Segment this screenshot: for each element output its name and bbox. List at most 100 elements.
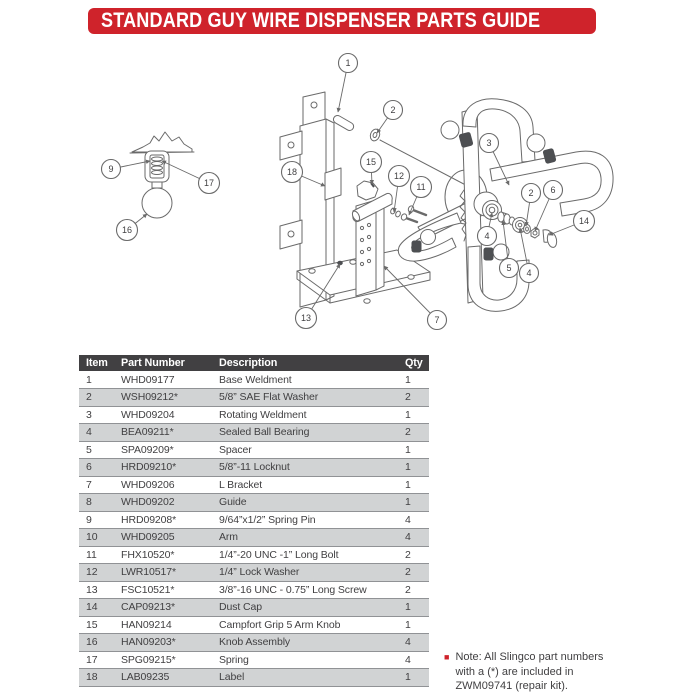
cell-qty: 1 bbox=[401, 598, 429, 617]
cell-qty: 1 bbox=[401, 371, 429, 389]
cell-item: 14 bbox=[79, 598, 117, 617]
callout-number-4: 4 bbox=[484, 231, 489, 241]
cell-item: 8 bbox=[79, 493, 117, 512]
callout-4 bbox=[518, 262, 540, 284]
cell-item: 6 bbox=[79, 458, 117, 477]
callout-18 bbox=[280, 160, 304, 184]
cell-part-number: SPG09215* bbox=[117, 651, 215, 669]
callout-number-5: 5 bbox=[506, 263, 511, 273]
cell-description: Rotating Weldment bbox=[215, 406, 401, 424]
col-header-qty: Qty bbox=[401, 355, 429, 371]
right-hook-arm bbox=[489, 150, 614, 217]
locknut bbox=[530, 227, 540, 239]
cell-qty: 4 bbox=[401, 528, 429, 547]
cell-part-number: WHD09205 bbox=[117, 528, 215, 547]
cell-part-number: BEA09211* bbox=[117, 423, 215, 442]
guide-knob bbox=[356, 180, 379, 201]
cell-part-number: WHD09177 bbox=[117, 371, 215, 389]
post-side bbox=[325, 118, 335, 301]
page-title-banner: STANDARD GUY WIRE DISPENSER PARTS GUIDE bbox=[88, 8, 596, 34]
knob-ball bbox=[420, 229, 436, 245]
bolt bbox=[411, 208, 428, 217]
cell-item: 5 bbox=[79, 441, 117, 459]
callout-9 bbox=[100, 158, 122, 180]
cell-qty: 4 bbox=[401, 633, 429, 652]
cell-item: 10 bbox=[79, 528, 117, 547]
callout-4 bbox=[476, 225, 498, 247]
callout-number-2: 2 bbox=[390, 105, 395, 115]
cell-part-number: FSC10521* bbox=[117, 581, 215, 599]
callout-5 bbox=[498, 257, 520, 279]
callout-3 bbox=[478, 132, 500, 154]
cell-part-number: HAN09214 bbox=[117, 616, 215, 634]
cell-qty: 1 bbox=[401, 616, 429, 634]
callout-17 bbox=[197, 171, 221, 195]
cell-part-number: WSH09212* bbox=[117, 388, 215, 407]
callout-number-4: 4 bbox=[526, 268, 531, 278]
cell-item: 2 bbox=[79, 388, 117, 407]
callout-1 bbox=[337, 52, 359, 74]
cell-qty: 4 bbox=[401, 511, 429, 529]
cell-item: 18 bbox=[79, 668, 117, 687]
cell-description: L Bracket bbox=[215, 476, 401, 494]
knob-grip bbox=[458, 132, 474, 148]
cell-part-number: WHD09206 bbox=[117, 476, 215, 494]
l-bracket bbox=[355, 199, 385, 297]
cell-qty: 1 bbox=[401, 493, 429, 512]
cell-description: Campfort Grip 5 Arm Knob bbox=[215, 616, 401, 634]
fastener-hardware bbox=[390, 205, 428, 224]
knob-assembly-detail bbox=[129, 131, 195, 219]
callout-14 bbox=[572, 209, 596, 233]
callout-number-13: 13 bbox=[301, 313, 311, 323]
knob-ball bbox=[440, 120, 460, 140]
callout-number-9: 9 bbox=[108, 164, 113, 174]
col-header-part-number: Part Number bbox=[117, 355, 215, 371]
repair-kit-note: ■ Note: All Slingco part numbers with a … bbox=[444, 650, 649, 694]
cell-item: 17 bbox=[79, 651, 117, 669]
cell-description: Arm bbox=[215, 528, 401, 547]
callout-number-14: 14 bbox=[579, 216, 589, 226]
callout-11 bbox=[409, 175, 433, 199]
cell-qty: 1 bbox=[401, 441, 429, 459]
callout-number-16: 16 bbox=[122, 225, 132, 235]
cell-part-number: HAN09203* bbox=[117, 633, 215, 652]
cell-description: Knob Assembly bbox=[215, 633, 401, 652]
cell-description: 5/8” SAE Flat Washer bbox=[215, 388, 401, 407]
cell-item: 1 bbox=[79, 371, 117, 389]
callout-number-11: 11 bbox=[416, 182, 425, 192]
note-text: Note: All Slingco part numbers with a (*… bbox=[455, 651, 604, 692]
callout-number-18: 18 bbox=[287, 167, 297, 177]
cell-item: 3 bbox=[79, 406, 117, 424]
callout-number-17: 17 bbox=[204, 178, 214, 188]
cell-qty: 1 bbox=[401, 458, 429, 477]
flat-washer bbox=[523, 224, 531, 234]
cell-description: 9/64”x1/2” Spring Pin bbox=[215, 511, 401, 529]
grip-cap-outline bbox=[131, 131, 193, 153]
cell-qty: 1 bbox=[401, 476, 429, 494]
cell-part-number: WHD09202 bbox=[117, 493, 215, 512]
knob-ball bbox=[141, 187, 173, 219]
guide-tube bbox=[352, 193, 393, 222]
cell-part-number: LWR10517* bbox=[117, 563, 215, 582]
callout-number-7: 7 bbox=[434, 315, 439, 325]
cell-item: 12 bbox=[79, 563, 117, 582]
cell-item: 4 bbox=[79, 423, 117, 442]
cell-description: 1/4”-20 UNC -1” Long Bolt bbox=[215, 546, 401, 564]
cell-part-number: HRD09210* bbox=[117, 458, 215, 477]
callout-6 bbox=[542, 179, 564, 201]
guide-assembly bbox=[351, 180, 393, 222]
cell-part-number: CAP09213* bbox=[117, 598, 215, 617]
cell-item: 9 bbox=[79, 511, 117, 529]
